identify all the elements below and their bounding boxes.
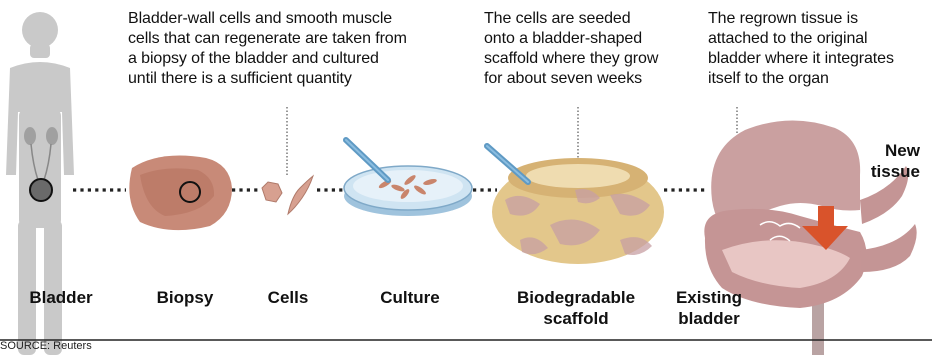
caption-line: onto a bladder-shaped bbox=[484, 29, 658, 49]
biopsy-tissue bbox=[129, 156, 232, 231]
label-culture: Culture bbox=[360, 287, 460, 308]
caption-line: Bladder-wall cells and smooth muscle bbox=[128, 9, 407, 29]
biodegradable-scaffold bbox=[487, 146, 664, 264]
caption-line: The cells are seeded bbox=[484, 9, 658, 29]
label-existing-bladder: Existing bladder bbox=[664, 287, 754, 329]
caption-line: attached to the original bbox=[708, 29, 894, 49]
cells-illustration bbox=[262, 176, 313, 214]
caption-line: until there is a sufficient quantity bbox=[128, 69, 407, 89]
seeding-step-caption: The cells are seeded onto a bladder-shap… bbox=[484, 9, 658, 89]
label-bladder: Bladder bbox=[16, 287, 106, 308]
label-cells: Cells bbox=[248, 287, 328, 308]
caption-line: bladder where it integrates bbox=[708, 49, 894, 69]
caption-line: scaffold where they grow bbox=[484, 49, 658, 69]
caption-line: a biopsy of the bladder and cultured bbox=[128, 49, 407, 69]
caption-line: The regrown tissue is bbox=[708, 9, 894, 29]
caption-line: cells that can regenerate are taken from bbox=[128, 29, 407, 49]
caption-line: itself to the organ bbox=[708, 69, 894, 89]
biopsy-step-caption: Bladder-wall cells and smooth muscle cel… bbox=[128, 9, 407, 89]
source-credit: SOURCE: Reuters bbox=[0, 340, 92, 352]
attach-step-caption: The regrown tissue is attached to the or… bbox=[708, 9, 894, 89]
culture-dish bbox=[344, 140, 472, 216]
label-biodegradable-scaffold: Biodegradable scaffold bbox=[496, 287, 656, 329]
caption-line: for about seven weeks bbox=[484, 69, 658, 89]
label-biopsy: Biopsy bbox=[140, 287, 230, 308]
label-new-tissue: New tissue bbox=[840, 140, 920, 182]
